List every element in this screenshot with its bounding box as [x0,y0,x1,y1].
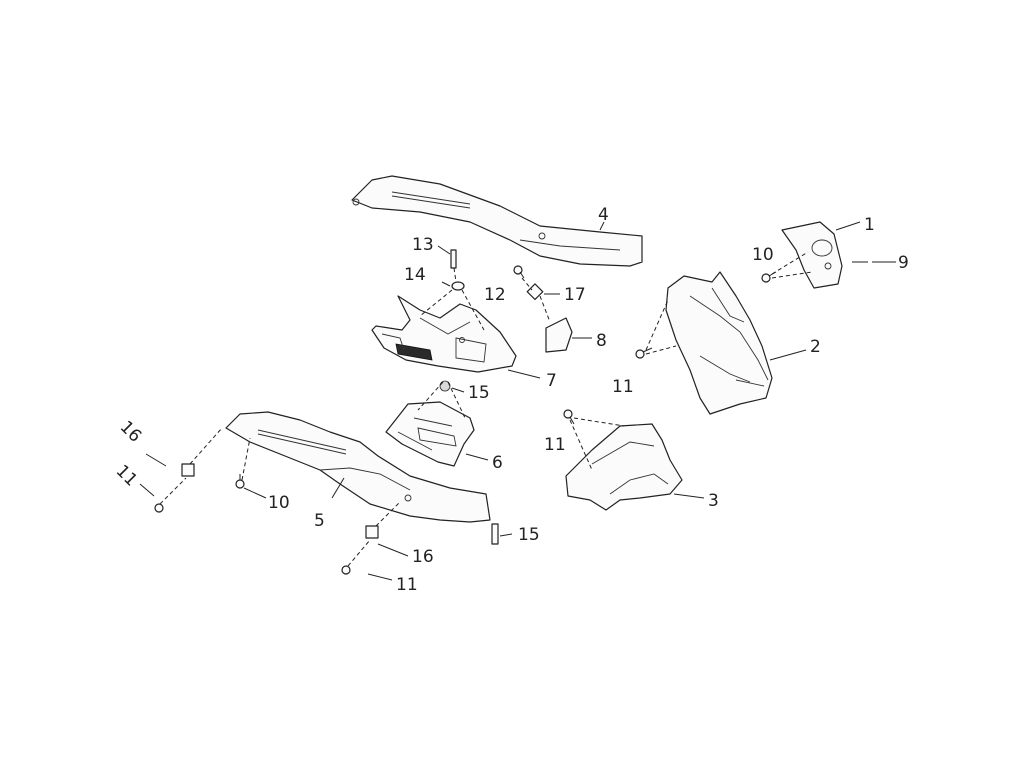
callout-7: 7 [546,371,557,391]
callout-10-upper: 10 [752,245,774,265]
callout-12: 12 [484,285,506,305]
part-8-small-bracket [545,317,573,353]
callout-11-front-cover: 11 [544,435,566,455]
callout-1: 1 [864,215,875,235]
callout-2: 2 [810,337,821,357]
callout-leaders [139,221,896,581]
callout-14: 14 [404,265,426,285]
fasteners [154,249,868,575]
part-17-clip [526,283,544,301]
callout-9: 9 [898,253,909,273]
callout-8: 8 [596,331,607,351]
part-7-center-bracket [371,295,517,373]
callout-11-bottom: 11 [396,575,418,595]
part-4-upper-side-panel [351,175,643,267]
part-3-front-lower-cover [565,423,683,511]
callout-5: 5 [314,511,325,531]
callout-15-lower: 15 [518,525,540,545]
callout-13: 13 [412,235,434,255]
callout-labels: 1 2 3 4 5 6 7 8 9 10 10 11 11 11 11 12 1… [112,205,909,595]
callout-4: 4 [598,205,609,225]
callout-16-bottom: 16 [412,547,434,567]
part-6-lower-bracket [385,401,475,467]
callout-11-front-shield: 11 [612,377,634,397]
part-5-lower-side-panel [225,411,491,523]
callout-17: 17 [564,285,586,305]
part-2-front-shield [665,271,773,415]
part-1-front-bracket [781,221,843,289]
callout-10-lower: 10 [268,493,290,513]
callout-11-left: 11 [112,461,141,490]
callout-16-left: 16 [116,417,145,446]
assembly-dashed-lines [159,251,813,567]
callout-6: 6 [492,453,503,473]
callout-3: 3 [708,491,719,511]
callout-15-center: 15 [468,383,490,403]
